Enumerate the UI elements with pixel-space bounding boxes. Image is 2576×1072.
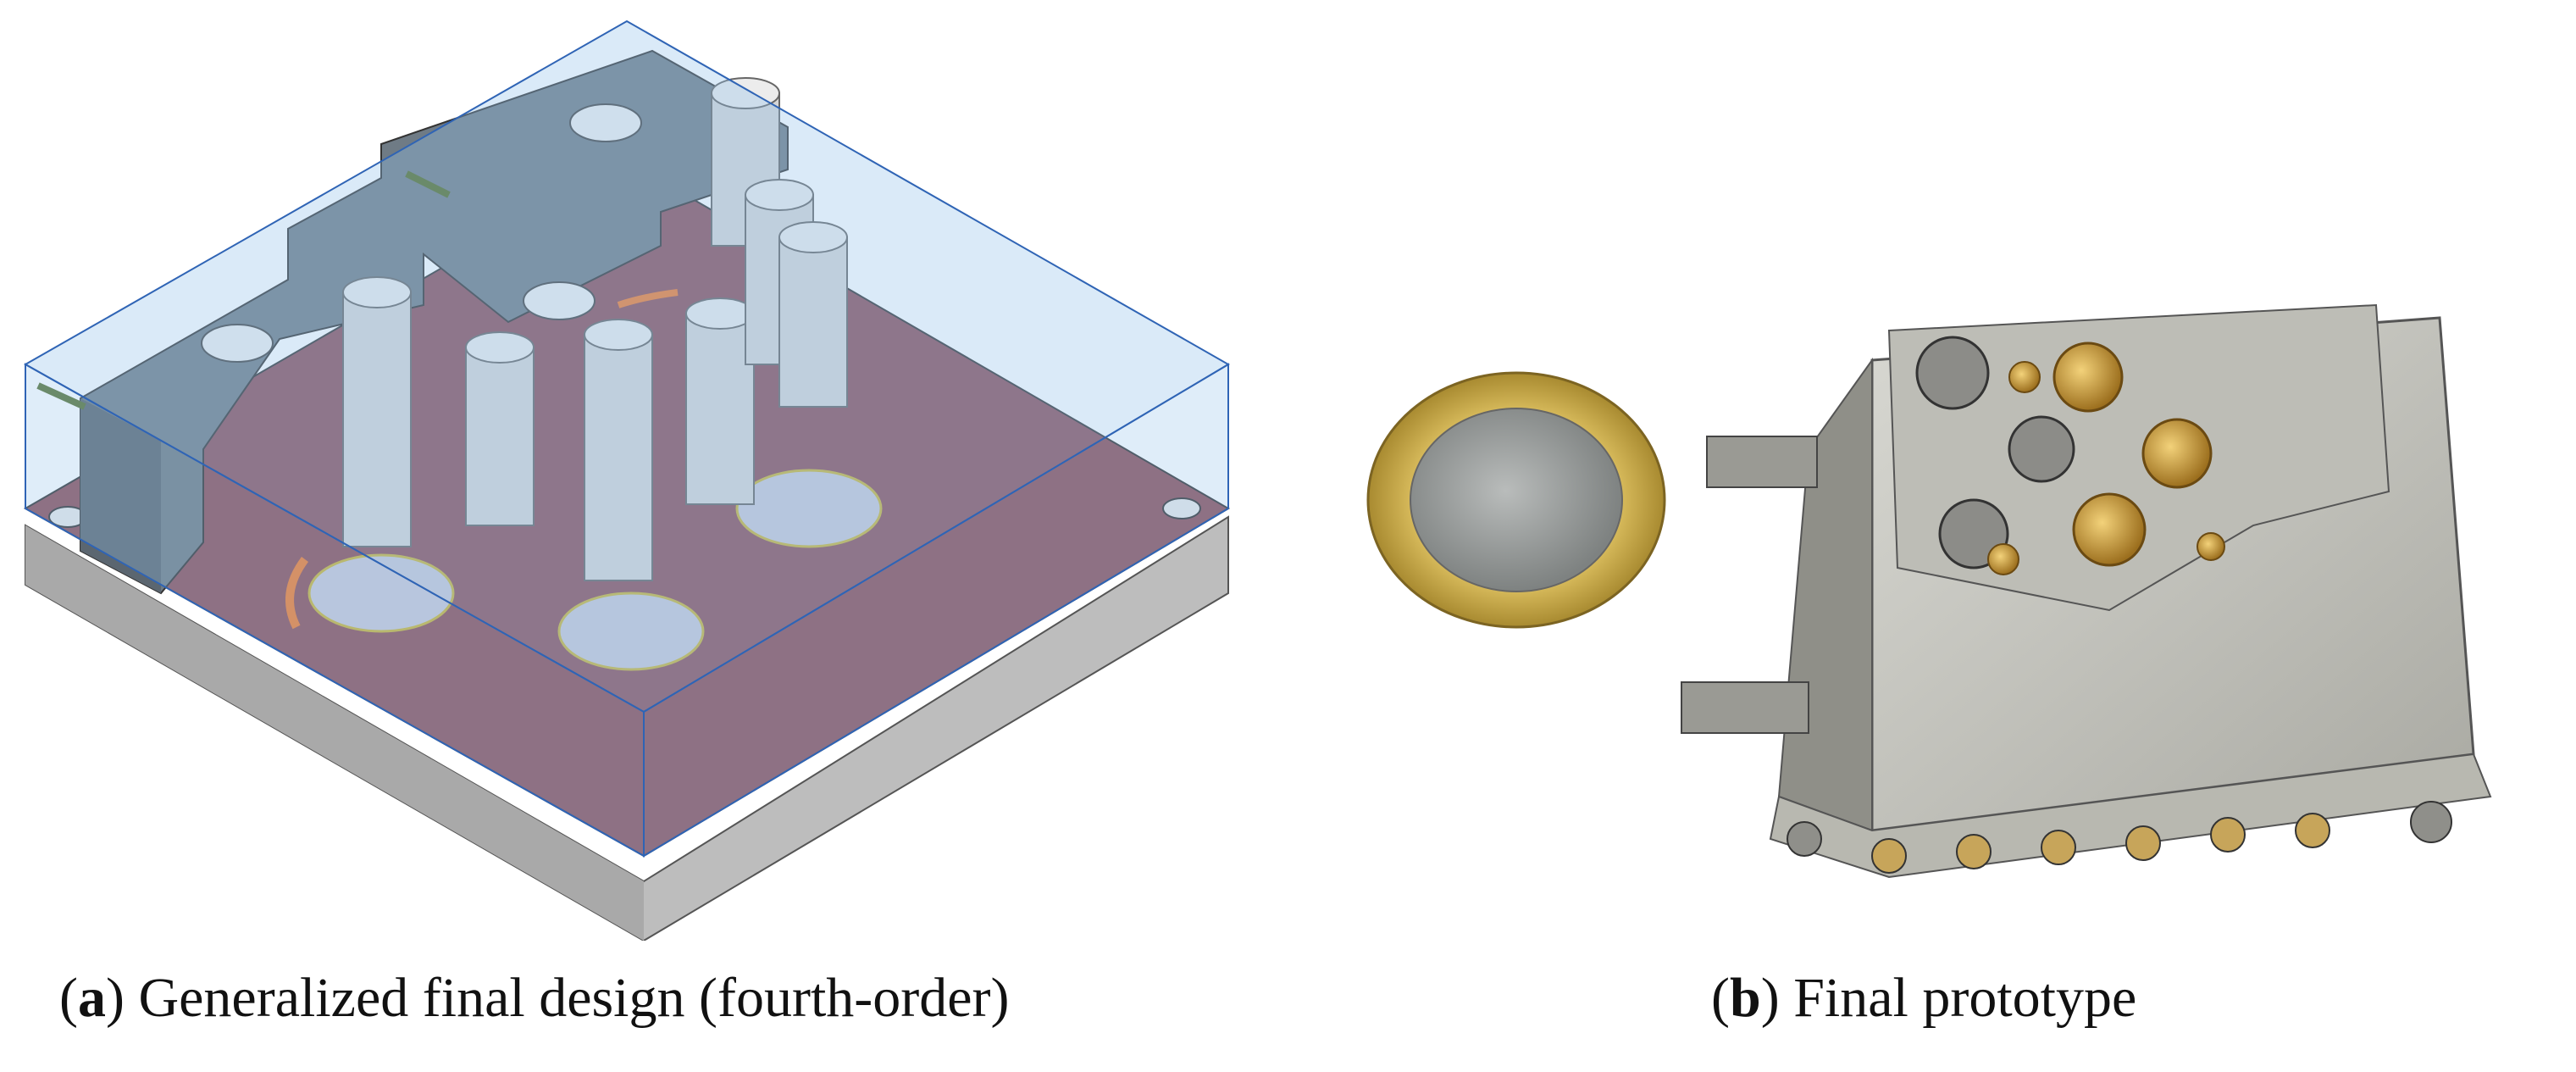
bottom-screw-row [1787,801,2452,874]
caption-panel-a: (a) Generalized final design (fourth-ord… [59,967,1010,1029]
screw-2 [2008,415,2075,483]
brass-tuner-3 [2072,492,2147,567]
cad-design-image [0,0,1254,941]
screw-heads [201,103,642,363]
euro-coin [1366,371,1666,629]
cad-design-illustration [23,19,1230,941]
aperture-3 [735,469,883,548]
prototype-illustration [1366,303,2492,879]
prototype-photo [1347,246,2576,949]
panel-letter-b: b [1729,967,1761,1029]
internal-cavity-block [80,49,789,595]
brass-tuner-2 [2141,418,2213,489]
brass-tuner-1 [2052,342,2124,413]
mounting-hole-right [1162,497,1201,519]
coupling-arc-2 [617,289,679,308]
aperture-2 [557,592,705,671]
screw-1 [1915,336,1990,410]
connector-pin-top [405,170,451,198]
panel-letter-a: a [77,967,106,1029]
transparent-housing-side [643,363,1229,858]
caption-text-a: Generalized final design (fourth-order) [138,967,1010,1029]
coupling-arc-1 [285,557,309,630]
resonator-posts [342,77,848,581]
caption-text-b: Final prototype [1793,967,2137,1029]
connector-pin-left [36,382,86,410]
sma-connector-top [1706,436,1818,488]
aperture-1 [307,553,455,633]
filter-prototype [1681,303,2492,879]
sma-connector-bottom [1681,681,1809,734]
caption-panel-b: (b) Final prototype [1711,967,2137,1029]
